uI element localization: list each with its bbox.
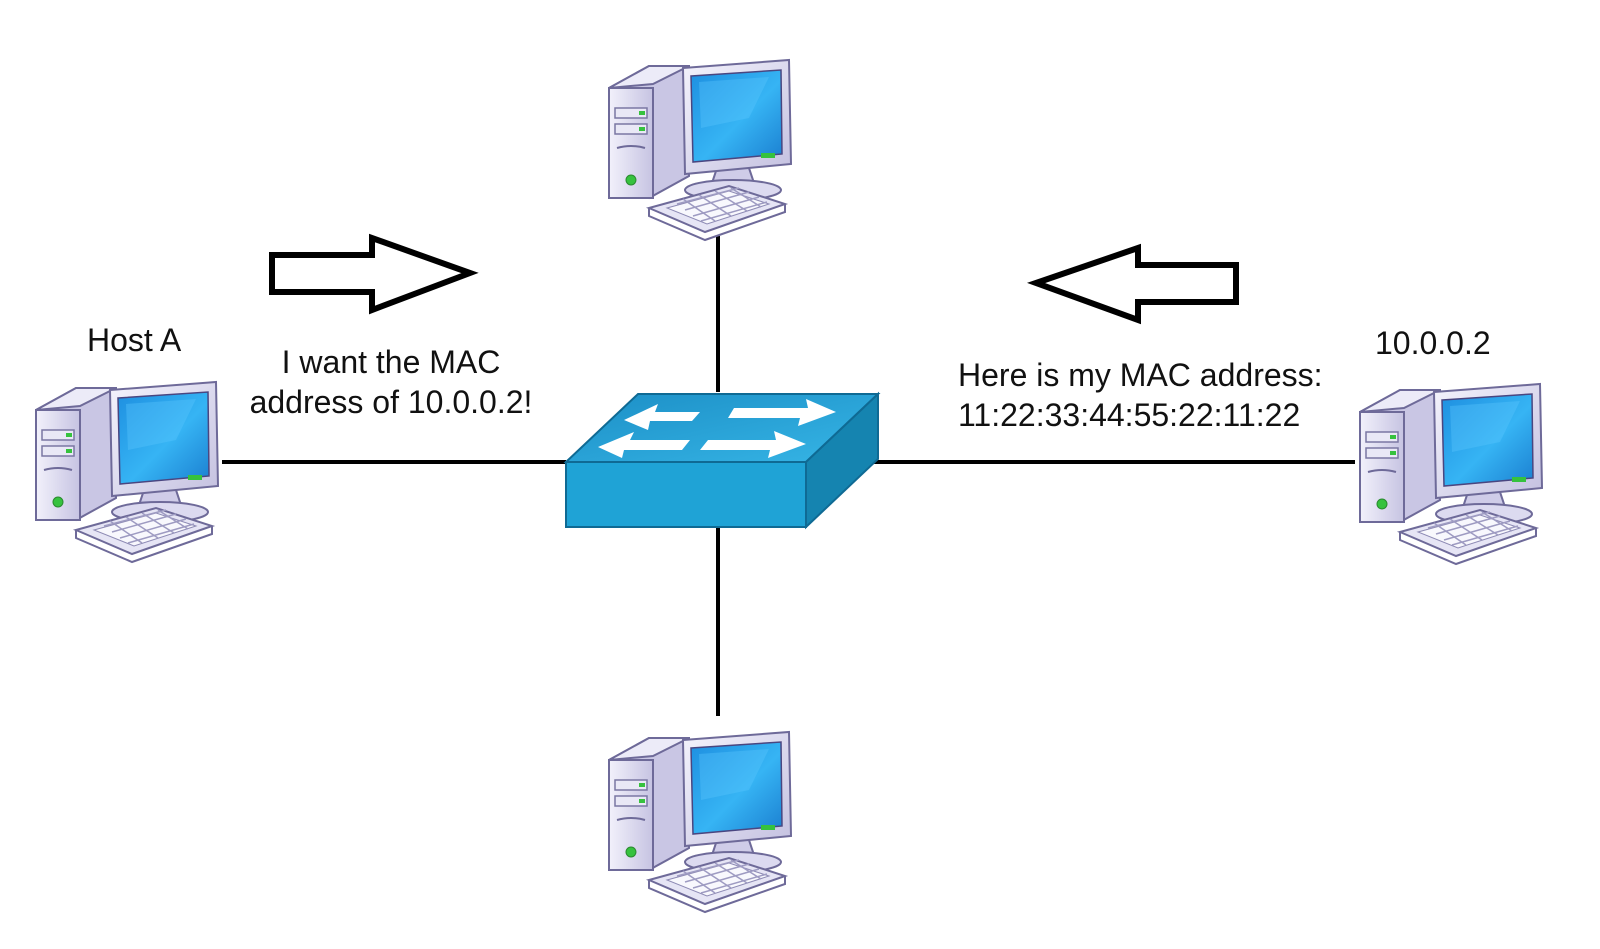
network-switch-icon — [563, 391, 881, 530]
reply-message-line-1: Here is my MAC address: — [958, 357, 1323, 393]
network-links — [222, 236, 1355, 716]
bottom-host-computer-icon — [608, 731, 792, 913]
top-host-computer-icon — [608, 59, 792, 241]
host-a-computer-icon — [35, 381, 219, 563]
request-message-line-1: I want the MAC — [281, 344, 501, 380]
host-a-label: Host A — [87, 322, 182, 358]
reply-arrow-left-icon — [1026, 243, 1239, 325]
reply-message-line-2: 11:22:33:44:55:22:11:22 — [958, 397, 1301, 433]
request-message-line-2: address of 10.0.0.2! — [249, 384, 533, 420]
request-message: I want the MAC address of 10.0.0.2! — [231, 342, 551, 422]
target-host-computer-icon — [1359, 383, 1543, 565]
request-arrow-right-icon — [269, 233, 479, 315]
reply-message: Here is my MAC address: 11:22:33:44:55:2… — [958, 355, 1323, 435]
target-host-ip-label: 10.0.0.2 — [1375, 325, 1491, 361]
